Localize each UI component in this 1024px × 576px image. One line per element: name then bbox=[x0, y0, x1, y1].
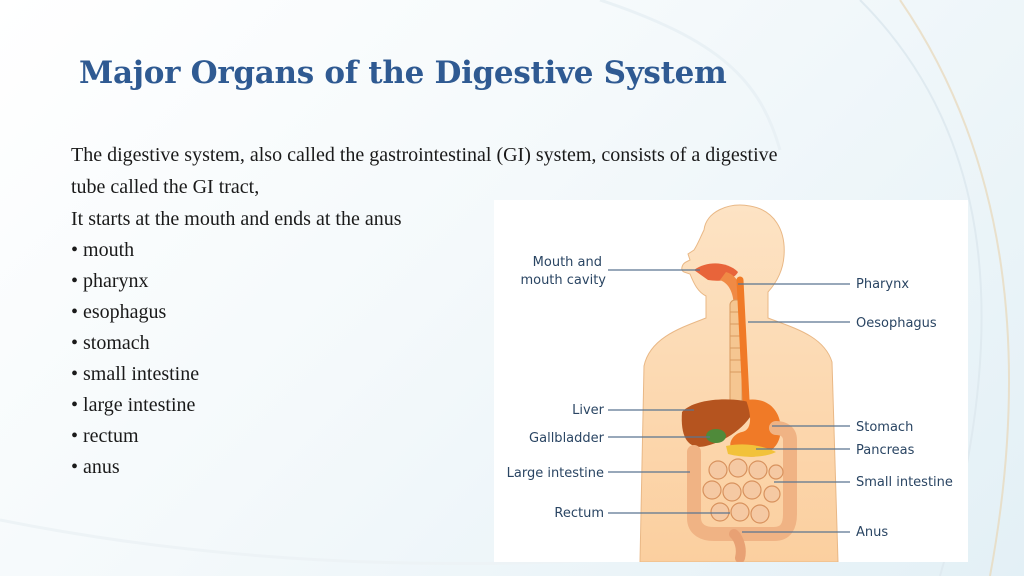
list-item: stomach bbox=[71, 328, 931, 359]
label-oesophagus: Oesophagus bbox=[856, 316, 937, 331]
label-stomach: Stomach bbox=[856, 420, 913, 435]
label-large-intestine: Large intestine bbox=[507, 466, 604, 481]
list-item: anus bbox=[71, 452, 931, 483]
list-item: pharynx bbox=[71, 266, 931, 297]
label-pancreas: Pancreas bbox=[856, 443, 915, 458]
label-mouth-line1: Mouth and bbox=[533, 255, 602, 270]
list-item: mouth bbox=[71, 235, 931, 266]
list-item: rectum bbox=[71, 421, 931, 452]
intro-line-1: The digestive system, also called the ga… bbox=[71, 144, 778, 166]
label-gallbladder: Gallbladder bbox=[529, 431, 605, 446]
label-small-intestine: Small intestine bbox=[856, 475, 953, 490]
intestine-icon bbox=[687, 421, 797, 541]
slide-body: The digestive system, also called the ga… bbox=[71, 139, 931, 483]
label-liver: Liver bbox=[572, 403, 605, 418]
label-anus: Anus bbox=[856, 525, 888, 540]
label-pharynx: Pharynx bbox=[856, 277, 909, 292]
list-item: large intestine bbox=[71, 390, 931, 421]
slide-title: Major Organs of the Digestive System bbox=[79, 55, 727, 91]
list-item: esophagus bbox=[71, 297, 931, 328]
label-rectum: Rectum bbox=[554, 506, 604, 521]
intro-line-3: It starts at the mouth and ends at the a… bbox=[71, 208, 402, 230]
liver-icon bbox=[681, 399, 756, 447]
organ-list: mouth pharynx esophagus stomach small in… bbox=[71, 235, 931, 483]
digestive-system-diagram: Mouth and mouth cavity Liver Gallbladder… bbox=[494, 200, 968, 562]
intro-line-2: tube called the GI tract, bbox=[71, 176, 260, 198]
list-item: small intestine bbox=[71, 359, 931, 390]
label-mouth-line2: mouth cavity bbox=[520, 273, 606, 288]
stomach-icon bbox=[730, 399, 781, 457]
